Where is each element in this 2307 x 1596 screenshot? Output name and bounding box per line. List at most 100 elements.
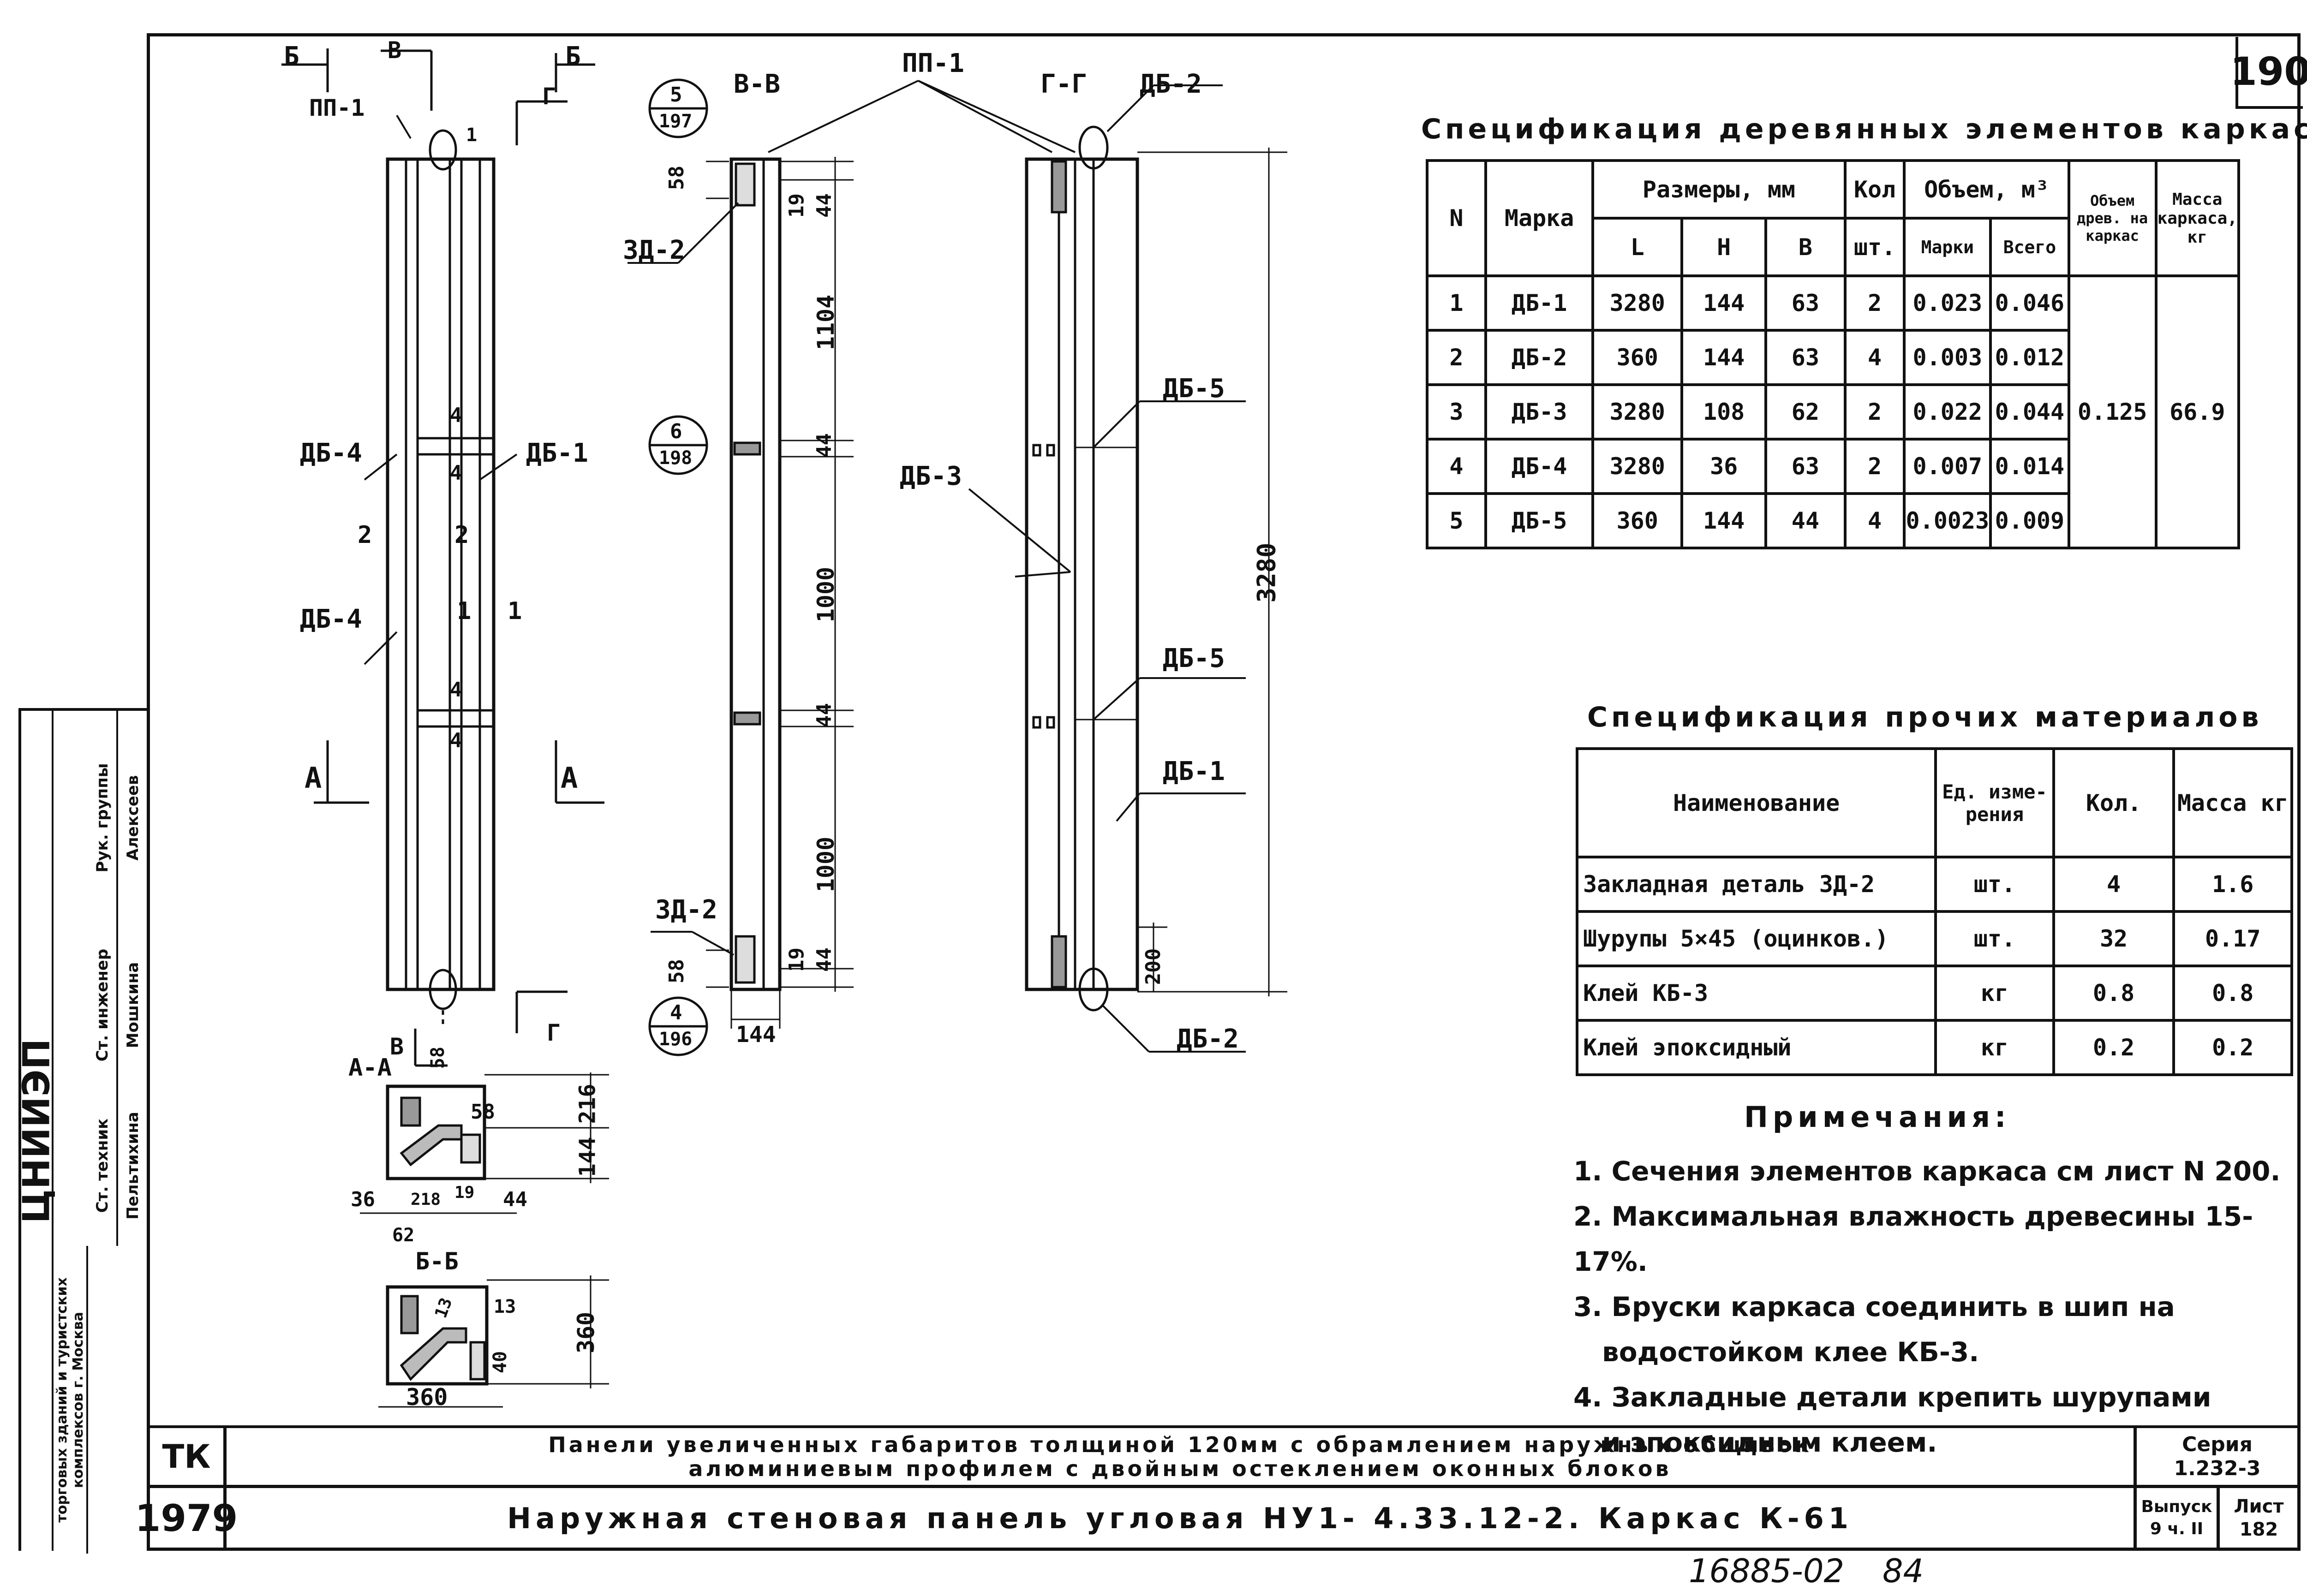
- note-item: 3. Бруски каркаса соединить в шип на: [1573, 1291, 2175, 1322]
- issue-label: Выпуск: [2141, 1497, 2212, 1516]
- cell-n: 2: [1426, 329, 1487, 386]
- title-line-1: Панели увеличенных габаритов толщиной 12…: [548, 1432, 1812, 1457]
- cut-label-b-right: Б: [565, 42, 581, 71]
- title-line-2: алюминиевым профилем с двойным остеклени…: [688, 1456, 1672, 1481]
- db1-label-left-view: ДБ-1: [526, 438, 588, 468]
- cell-mass: 0.17: [2172, 910, 2293, 967]
- cell-h: 144: [1680, 274, 1768, 332]
- note-item: водостойком клее КБ-3.: [1602, 1336, 1979, 1368]
- stamp-institution: торговых зданий и туристских комплексов …: [54, 1246, 88, 1554]
- aa-dim-62: 62: [392, 1225, 415, 1246]
- cell-h: 36: [1680, 438, 1768, 495]
- wood-spec-table: N Марка Размеры, мм Кол Объем, м³ Объем …: [1426, 159, 2241, 549]
- sheet-label: Лист: [2234, 1496, 2284, 1517]
- cut-num-2a: 2: [358, 521, 372, 549]
- other-spec-title: Спецификация прочих материалов: [1587, 701, 2263, 733]
- cut-label-g-bottom: Г: [547, 1019, 561, 1046]
- cell-mass: 0.8: [2172, 965, 2293, 1022]
- stamp-roles: Рук. группы Ст. инженер Ст. техник: [88, 711, 118, 1246]
- col-qty: Кол.: [2052, 747, 2176, 858]
- stamp-name-a: Алексеев: [124, 775, 142, 861]
- cut-label-a-left: А: [305, 761, 322, 795]
- cell-n: 4: [1426, 438, 1487, 495]
- ref-circle-3-bottom: 196: [659, 1029, 693, 1050]
- cut-num-4c: 4: [450, 678, 462, 702]
- dim-1104: 1104: [813, 294, 840, 351]
- db1-label-right-view: ДБ-1: [1163, 756, 1225, 786]
- note-item: 2. Максимальная влажность древесины 15-1…: [1573, 1201, 2253, 1277]
- db2-label-bottom: ДБ-2: [1177, 1024, 1239, 1054]
- col-frame-mass: Масса каркаса, кг: [2154, 159, 2241, 277]
- title-block-tk: ТК: [147, 1425, 226, 1488]
- col-frame-volume: Объем древ. на каркас: [2067, 159, 2158, 277]
- stamp-org-text: ЦНИИЭП: [15, 1038, 58, 1223]
- cell-n: 1: [1426, 274, 1487, 332]
- dim-200: 200: [1142, 948, 1165, 985]
- aa-dim-36: 36: [351, 1188, 375, 1211]
- cut-label-b-left: Б: [284, 42, 299, 71]
- ref-circle-2-bottom: 198: [659, 447, 693, 469]
- title-block-sheet-name: Наружная стеновая панель угловая НУ1- 4.…: [224, 1485, 2136, 1551]
- title-block-sheet: Лист 182: [2217, 1485, 2301, 1551]
- cell-name: Клей эпоксидный: [1575, 1019, 1937, 1076]
- col-qty-top: Кол: [1843, 159, 1906, 220]
- cell-qty: 0.8: [2052, 965, 2176, 1022]
- aa-dim-58a: 58: [427, 1046, 449, 1069]
- table-row: Клей эпоксидный кг 0.2 0.2: [1575, 1019, 2293, 1076]
- ref-circle-2-top: 6: [670, 420, 682, 443]
- cell-vol-mark: 0.007: [1903, 438, 1992, 495]
- aa-dim-216: 216: [574, 1084, 601, 1124]
- bb-dim-40: 40: [490, 1351, 511, 1374]
- dim-19b: 19: [784, 947, 808, 972]
- cell-vol-total: 0.009: [1989, 492, 2070, 549]
- zd2-label-bottom: ЗД-2: [655, 895, 717, 925]
- notes-title: Примечания:: [1744, 1100, 2011, 1134]
- stamp-name-b: Мошкина: [124, 962, 142, 1048]
- cell-vol-mark: 0.022: [1903, 383, 1992, 441]
- note-item: и эпоксидным клеем.: [1602, 1427, 1937, 1458]
- cell-vol-mark: 0.003: [1903, 329, 1992, 386]
- table-row: 5 ДБ-5 360 144 44 4 0.0023 0.009: [1426, 492, 2239, 549]
- cell-mark: ДБ-1: [1484, 274, 1595, 332]
- stamp-strip: ЦНИИЭП торговых зданий и туристских комп…: [15, 708, 149, 1554]
- stamp-institution-text: торговых зданий и туристских комплексов …: [54, 1277, 86, 1523]
- cell-h: 144: [1680, 329, 1768, 386]
- col-dims: Размеры, мм: [1591, 159, 1847, 220]
- cut-num-1a: 1: [457, 597, 472, 625]
- cell-qty: 2: [1843, 438, 1906, 495]
- cell-qty: 32: [2052, 910, 2176, 967]
- ref-circle-1-bottom: 197: [659, 111, 693, 132]
- dim-58b: 58: [664, 959, 688, 983]
- pp1-label-left: ПП-1: [309, 95, 365, 121]
- cell-name: Клей КБ-3: [1575, 965, 1937, 1022]
- cell-vol-total: 0.012: [1989, 329, 2070, 386]
- col-h: H: [1680, 217, 1768, 277]
- cell-frame-mass: 66.9: [2154, 274, 2241, 549]
- stamp-role-c: Ст. техник: [93, 1118, 112, 1213]
- cell-vol-total: 0.014: [1989, 438, 2070, 495]
- db2-label-top: ДБ-2: [1140, 69, 1202, 99]
- cell-l: 360: [1591, 329, 1684, 386]
- bb-dim-13b: 13: [494, 1296, 516, 1317]
- title-block-year: 1979: [135, 1485, 238, 1551]
- col-mark: Марка: [1484, 159, 1595, 277]
- col-name: Наименование: [1575, 747, 1937, 858]
- cut-label-v-bottom: В: [390, 1033, 404, 1060]
- dim-58a: 58: [664, 166, 688, 190]
- col-b: B: [1764, 217, 1847, 277]
- cell-l: 3280: [1591, 274, 1684, 332]
- aa-dim-144: 144: [574, 1137, 601, 1177]
- table-row: 3 ДБ-3 3280 108 62 2 0.022 0.044: [1426, 383, 2239, 441]
- cell-vol-mark: 0.0023: [1903, 492, 1992, 549]
- aa-dim-19: 19: [454, 1183, 475, 1202]
- col-n: N: [1426, 159, 1487, 277]
- title-block-issue: Выпуск 9 ч. II: [2134, 1485, 2219, 1551]
- elevation-side: [628, 78, 1076, 1056]
- stamp-org: ЦНИИЭП: [15, 711, 58, 1551]
- section-aa-label: А-А: [348, 1054, 392, 1082]
- cut-label-a-right: А: [561, 761, 578, 795]
- dim-44c: 44: [812, 703, 836, 727]
- col-qty-bottom: шт.: [1843, 217, 1906, 277]
- stamp-name-c: Пельтихина: [124, 1112, 142, 1220]
